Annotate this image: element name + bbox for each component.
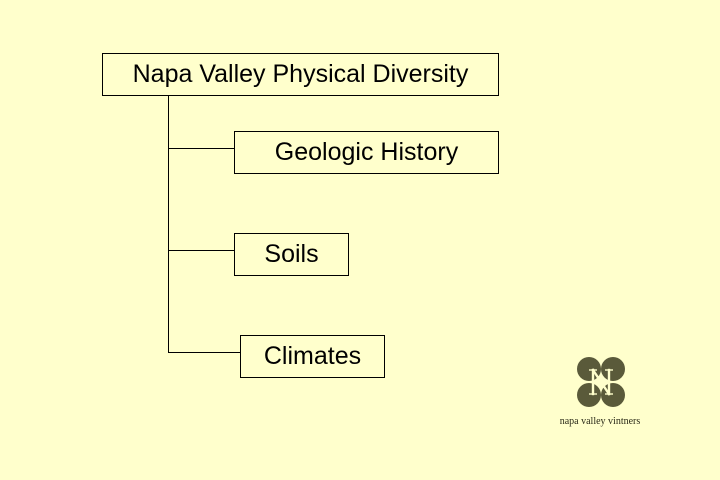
tree-connector-vertical xyxy=(168,96,169,353)
root-node-label: Napa Valley Physical Diversity xyxy=(132,60,469,88)
logo-wordmark: napa valley vintners xyxy=(559,416,641,427)
child-node-soils: Soils xyxy=(234,233,349,276)
root-node: Napa Valley Physical Diversity xyxy=(102,53,499,96)
tree-connector-climates xyxy=(168,352,240,353)
child-node-label: Climates xyxy=(263,342,362,370)
child-node-climates: Climates xyxy=(240,335,385,378)
tree-connector-geologic-history xyxy=(168,148,234,149)
child-node-label: Soils xyxy=(264,240,319,268)
napa-valley-vintners-logo: napa valley vintners xyxy=(548,356,652,432)
child-node-geologic-history: Geologic History xyxy=(234,131,499,174)
tree-connector-soils xyxy=(168,250,234,251)
child-node-label: Geologic History xyxy=(274,138,459,166)
napa-valley-vintners-logo-icon xyxy=(577,357,625,407)
